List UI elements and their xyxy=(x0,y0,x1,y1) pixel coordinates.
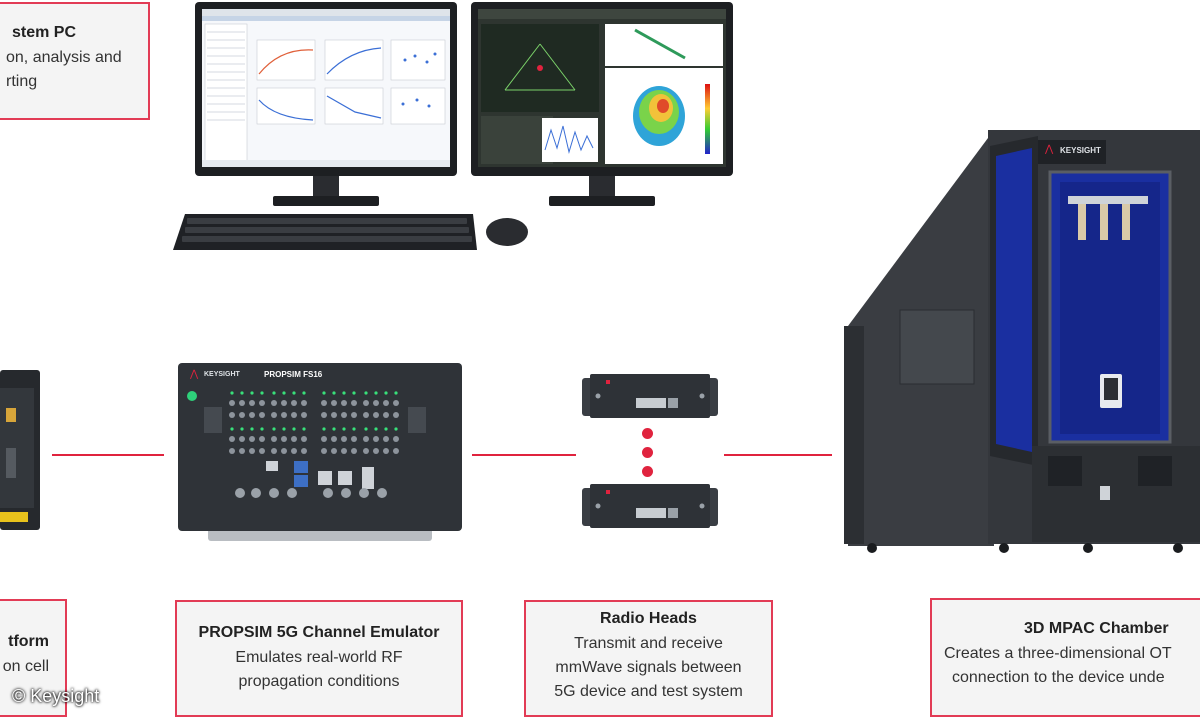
left-monitor xyxy=(195,2,457,206)
propsim-base xyxy=(208,531,432,541)
radio-head-top xyxy=(582,374,718,418)
radio-heads-line1: Transmit and receive xyxy=(574,635,723,652)
platform-line1: on cell xyxy=(2,658,49,675)
propsim-ports xyxy=(204,391,426,498)
propsim-label-box: PROPSIM 5G Channel Emulator Emulates rea… xyxy=(175,600,463,717)
radio-head-ellipsis-dot-3 xyxy=(642,466,653,477)
system-pc-line2: rting xyxy=(6,73,38,90)
chamber-line1: Creates a three-dimensional OT xyxy=(944,645,1172,662)
computer-setup-illustration xyxy=(173,2,733,250)
radio-heads-title: Radio Heads xyxy=(600,610,697,627)
chamber-label-box: 3D MPAC Chamber Creates a three-dimensio… xyxy=(930,598,1200,717)
chamber-title: 3D MPAC Chamber xyxy=(1024,620,1169,637)
connector-propsim-to-radio-heads xyxy=(472,454,576,456)
platform-label-box: tform on cell xyxy=(0,599,67,717)
radio-head-ellipsis-dot-1 xyxy=(642,428,653,439)
power-led-icon xyxy=(187,391,197,401)
chamber-brand-text: KEYSIGHT xyxy=(1060,146,1101,155)
keyboard xyxy=(173,214,477,250)
mpac-chamber-illustration xyxy=(844,130,1200,553)
copyright-watermark: © Keysight xyxy=(12,686,100,706)
chamber-line2: connection to the device unde xyxy=(952,669,1165,686)
chamber-logo-icon: ⋀ xyxy=(1045,144,1054,155)
keysight-logo-icon: ⋀ xyxy=(190,369,199,380)
system-pc-line1: on, analysis and xyxy=(6,49,122,66)
connector-radio-heads-to-chamber xyxy=(724,454,832,456)
propsim-line1: Emulates real-world RF xyxy=(235,649,403,666)
right-monitor xyxy=(471,2,733,206)
propsim-model-text: PROPSIM FS16 xyxy=(264,370,323,379)
propsim-line2: propagation conditions xyxy=(238,673,400,690)
radio-head-ellipsis-dot-2 xyxy=(642,447,653,458)
radio-heads-label-box: Radio Heads Transmit and receive mmWave … xyxy=(524,600,773,717)
connector-platform-to-propsim xyxy=(52,454,164,456)
test-platform-device xyxy=(0,370,40,530)
radio-heads-line2: mmWave signals between xyxy=(555,659,742,676)
platform-title: tform xyxy=(8,633,49,650)
propsim-channel-emulator-device: ⋀ KEYSIGHT PROPSIM FS16 xyxy=(178,363,462,541)
radio-heads-line3: 5G device and test system xyxy=(554,683,743,700)
propsim-title: PROPSIM 5G Channel Emulator xyxy=(198,624,440,641)
system-pc-label-box: stem PC on, analysis and rting xyxy=(0,2,150,120)
propsim-brand-text: KEYSIGHT xyxy=(204,371,240,378)
mouse xyxy=(486,218,528,246)
radio-head-bottom xyxy=(582,484,718,528)
chamber-logo-plate xyxy=(1034,140,1106,164)
system-pc-title: stem PC xyxy=(12,24,77,41)
